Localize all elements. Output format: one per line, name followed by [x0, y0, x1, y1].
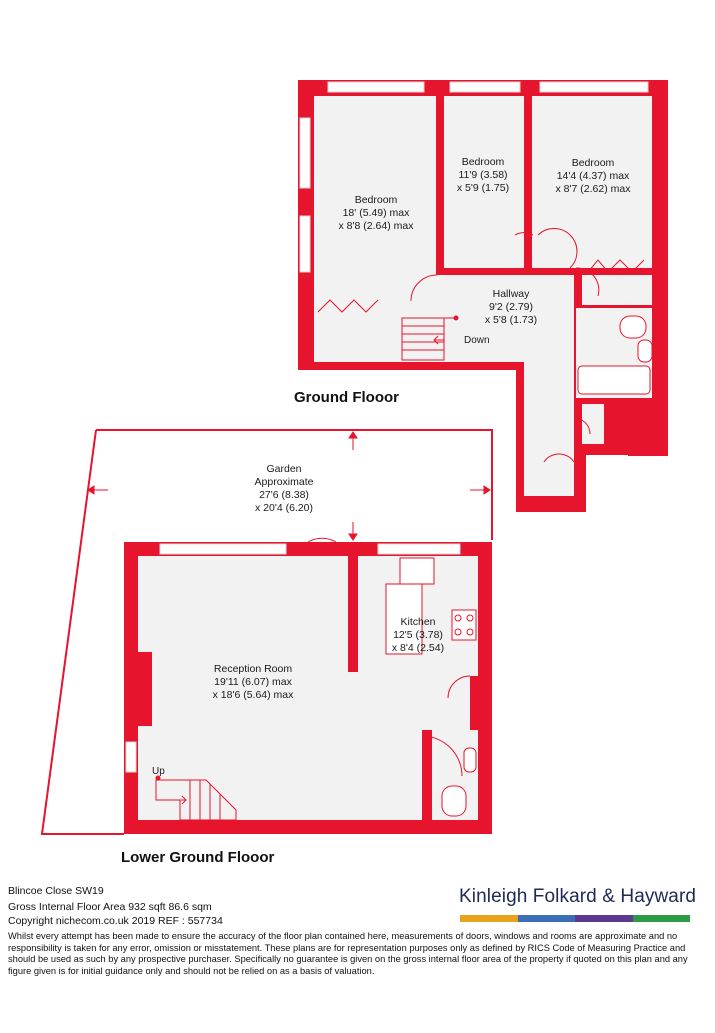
- bedroom-2-floor: [444, 96, 524, 268]
- floor-area: Gross Internal Floor Area 932 sqft 86.6 …: [8, 901, 212, 913]
- ground-floor-plan: Down Bedroom 18' (5.49) max x 8'8 (2.64)…: [294, 80, 668, 512]
- fireplace: [138, 652, 152, 726]
- brand-bar-2: [517, 915, 575, 922]
- bathtub-icon: [577, 365, 651, 395]
- brand-logo-text: Kinleigh Folkard & Hayward: [459, 886, 697, 907]
- garden-dims-3: x 20'4 (6.20): [255, 502, 313, 514]
- partition-wall: [348, 556, 358, 672]
- bedroom-2-name: Bedroom: [462, 156, 505, 168]
- property-address: Blincoe Close SW19: [8, 885, 104, 897]
- stairs-down: [401, 315, 459, 361]
- bedroom-3-dims-2: x 8'7 (2.62) max: [556, 183, 632, 195]
- hallway-name: Hallway: [493, 288, 531, 300]
- reception-dims-2: x 18'6 (5.64) max: [213, 689, 295, 701]
- kitchen-dims: 12'5 (3.78): [393, 629, 443, 641]
- basin-icon: [463, 747, 477, 773]
- bedroom-3-dims: 14'4 (4.37) max: [557, 170, 630, 182]
- lower-ground-floor-title: Lower Ground Flooor: [121, 849, 274, 866]
- garden-dims: Approximate: [255, 476, 314, 488]
- hob-icon: [451, 609, 477, 641]
- floor-plan-drawing: Down Bedroom 18' (5.49) max x 8'8 (2.64)…: [40, 80, 668, 866]
- brand-bar-1: [460, 915, 518, 922]
- stairs-down-label: Down: [464, 335, 490, 346]
- bedroom-1-dims-2: x 8'8 (2.64) max: [339, 220, 415, 232]
- hall-corridor-floor: [524, 300, 574, 496]
- sink-icon: [637, 339, 653, 363]
- stairs-up-label: Up: [152, 766, 165, 777]
- brand-color-bars: [460, 915, 690, 922]
- cupboard-floor: [582, 404, 604, 444]
- lower-ground-floor-plan: Garden Approximate 27'6 (8.38) x 20'4 (6…: [40, 429, 493, 866]
- wardrobe-floor: [582, 275, 652, 305]
- brand-bar-4: [632, 915, 690, 922]
- reception-floor-extra: [138, 556, 348, 670]
- kitchen-dims-2: x 8'4 (2.54): [392, 642, 444, 654]
- bedroom-3-name: Bedroom: [572, 157, 615, 169]
- garden-name: Garden: [266, 463, 301, 475]
- kitchen-counter-icon: [385, 583, 423, 655]
- bedroom-2-dims-2: x 5'9 (1.75): [457, 182, 509, 194]
- bedroom-3-floor: [532, 96, 652, 268]
- partition-wall-3: [470, 676, 478, 730]
- kitchen-name: Kitchen: [400, 616, 435, 628]
- bedroom-1-name: Bedroom: [355, 194, 398, 206]
- brand-bar-3: [575, 915, 633, 922]
- toilet-icon: [441, 785, 467, 817]
- reception-dims: 19'11 (6.07) max: [214, 676, 292, 688]
- hallway-dims-2: x 5'8 (1.73): [485, 314, 537, 326]
- toilet-icon: [619, 315, 647, 339]
- kitchen-sink-icon: [399, 557, 435, 585]
- partition-wall-2: [422, 730, 432, 820]
- reception-name: Reception Room: [214, 663, 292, 675]
- stairs-up: [155, 775, 237, 821]
- copyright: Copyright nichecom.co.uk 2019 REF : 5577…: [8, 915, 223, 927]
- hallway-dims: 9'2 (2.79): [489, 301, 533, 313]
- ground-floor-title: Ground Flooor: [294, 389, 399, 406]
- disclaimer: Whilst every attempt has been made to en…: [8, 931, 688, 976]
- garden-dims-2: 27'6 (8.38): [259, 489, 309, 501]
- garden-outline: [40, 429, 493, 835]
- bedroom-2-dims: 11'9 (3.58): [458, 169, 507, 181]
- bedroom-1-dims: 18' (5.49) max: [343, 207, 411, 219]
